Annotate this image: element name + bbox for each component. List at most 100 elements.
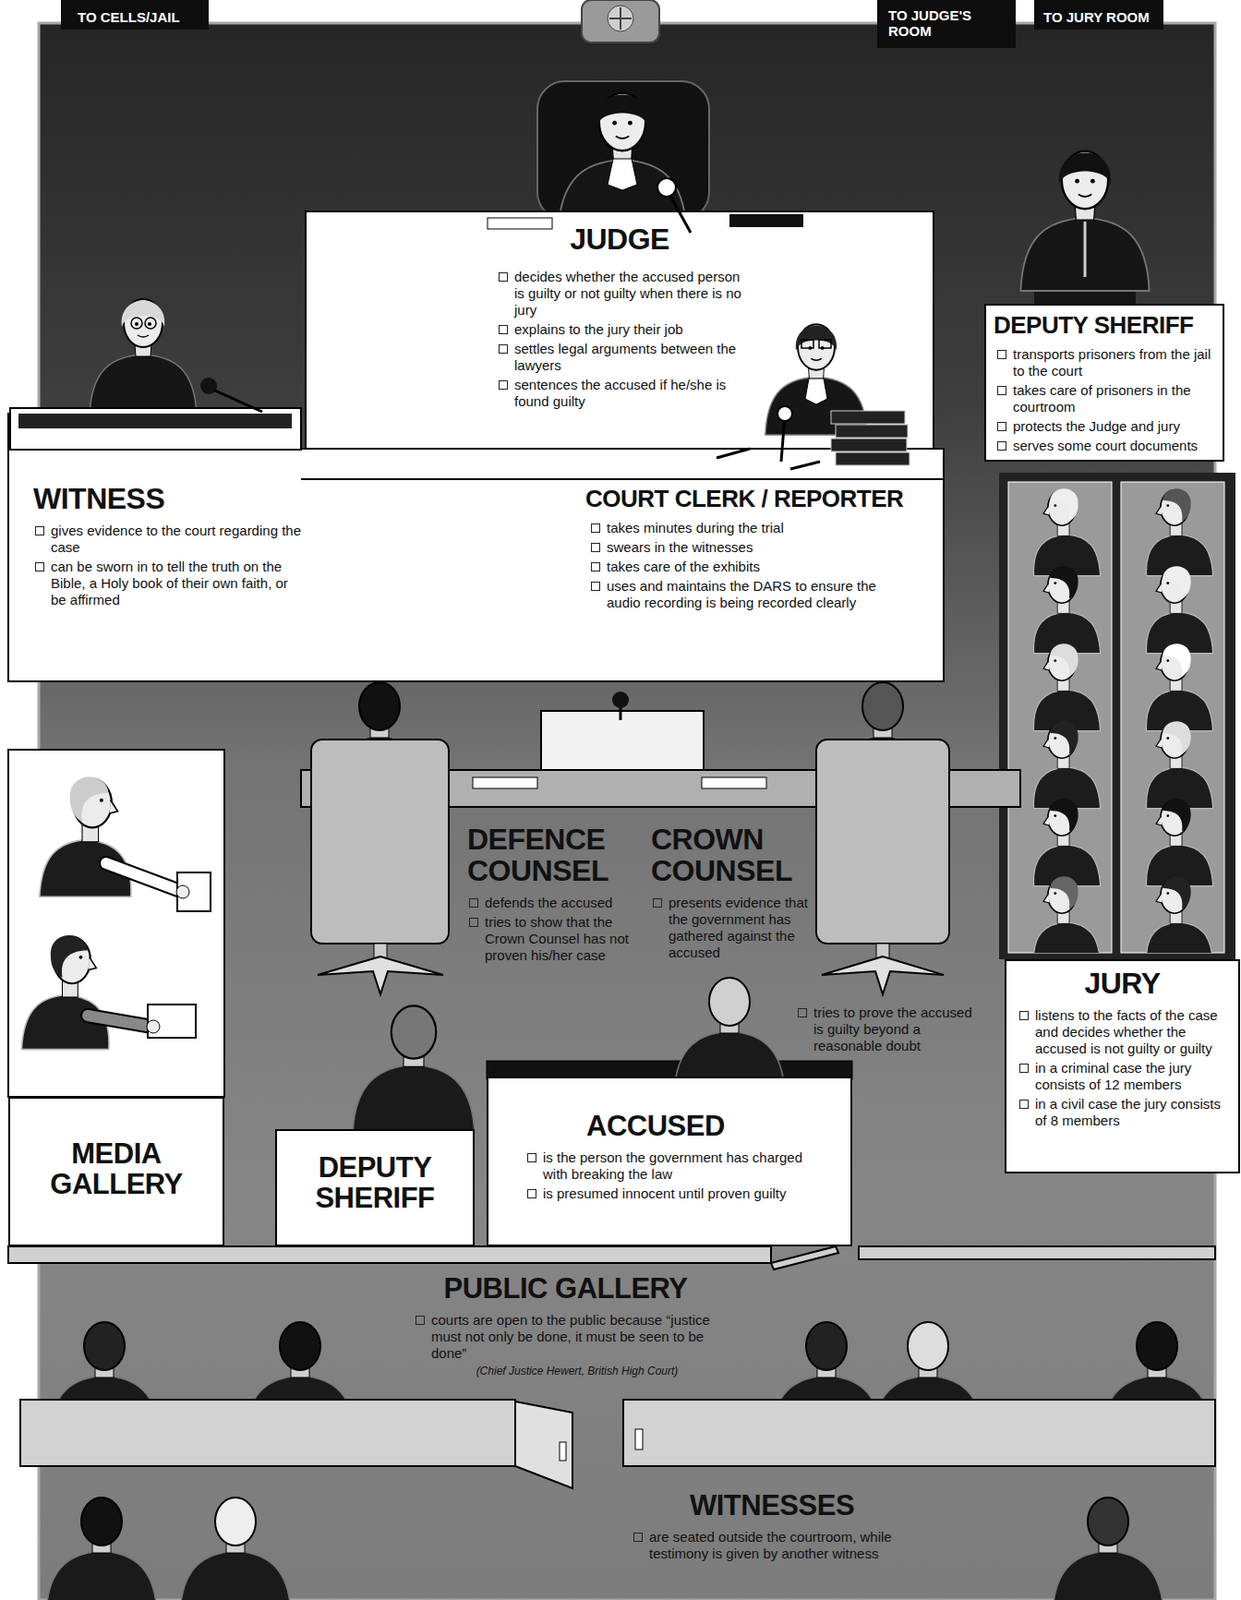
witnesses-figures	[180, 1497, 291, 1600]
judge-figure	[537, 81, 710, 233]
jury-panel	[1145, 488, 1213, 576]
checklist-item: is the person the government has charged…	[525, 1149, 803, 1183]
media-panel	[147, 1004, 196, 1038]
media-panel	[177, 872, 211, 912]
judge-figure	[607, 158, 638, 191]
jury-panel	[1145, 721, 1213, 808]
deputy-sheriff-box: DEPUTY SHERIFF	[275, 1129, 475, 1247]
jury-panel	[1145, 798, 1213, 886]
checklist-item: sentences the accused if he/she is found…	[496, 376, 748, 410]
counsel-table	[619, 707, 623, 721]
jury-panel	[1145, 488, 1213, 953]
checklist-item: uses and maintains the DARS to ensure th…	[589, 578, 904, 612]
jury-panel	[1145, 566, 1213, 653]
checklist-item: presents evidence that the government ha…	[650, 894, 810, 962]
clerk-figure	[835, 424, 908, 438]
node-heading: JUDGE	[305, 224, 934, 256]
public-figures	[20, 1322, 1216, 1489]
defence-counsel-node: DEFENCE COUNSELdefends the accusedtries …	[467, 824, 634, 974]
deputy-sheriff-figure	[1084, 221, 1087, 278]
checklist-item: listens to the facts of the case and dec…	[1017, 1007, 1229, 1058]
deputy-sheriff-box: DEPUTY SHERIFFtransports prisoners from …	[984, 303, 1225, 462]
clerk-node: COURT CLERK / REPORTERtakes minutes duri…	[581, 486, 938, 672]
clerk-figure	[790, 461, 820, 470]
clerk-figure	[831, 410, 905, 424]
judge-bench	[487, 217, 553, 229]
witness-figure	[200, 377, 217, 395]
jury-panel	[1033, 643, 1100, 731]
counsel-table	[821, 956, 944, 995]
media-panel	[106, 863, 183, 892]
witness-figure	[10, 299, 302, 450]
witness-clerk-panel	[8, 413, 944, 682]
media-panel	[176, 885, 190, 899]
public-figures	[20, 1399, 516, 1467]
clerk-figure	[819, 339, 832, 349]
coat-of-arms	[581, 0, 660, 43]
node-heading: WITNESS	[33, 483, 302, 516]
counsel-table	[612, 691, 629, 709]
judge-bench-node: JUDGEdecides whether the accused person …	[305, 211, 934, 449]
jury-panel	[1145, 876, 1213, 953]
public-figures	[635, 1429, 643, 1450]
deputy-sheriff-figure	[1020, 151, 1149, 291]
clerk-figure	[716, 324, 910, 470]
witness-figure	[131, 317, 143, 329]
node-heading: JURY	[1006, 968, 1239, 1001]
media-panel	[21, 935, 109, 1050]
gallery-rail	[8, 1246, 1216, 1270]
coat-of-arms	[607, 5, 634, 32]
clerk-figure	[805, 378, 828, 405]
node-heading: DEPUTY SHERIFF	[282, 1153, 468, 1215]
public-gallery-node: PUBLIC GALLERYcourts are open to the pub…	[406, 1274, 725, 1387]
checklist-item: tries to show that the Crown Counsel has…	[467, 914, 630, 964]
accused-box: ACCUSED is the person the government has …	[486, 1076, 853, 1247]
counsel-table	[317, 956, 444, 995]
media-panel	[87, 1015, 153, 1027]
media-gallery-box: MEDIA GALLERY	[8, 1096, 225, 1247]
checklist-item: takes care of the exhibits	[589, 558, 904, 576]
counsel-table	[701, 777, 767, 789]
clerk-figure	[781, 415, 785, 462]
clerk-figure	[835, 452, 910, 466]
witness-figure	[18, 413, 292, 429]
checklist-item: in a criminal case the jury consists of …	[1017, 1060, 1229, 1094]
door-label: TO CELLS/JAIL	[77, 9, 203, 25]
coat-of-arms	[581, 0, 660, 43]
media-panel	[8, 749, 225, 1097]
counsel-table	[301, 682, 1021, 995]
counsel-table	[311, 739, 449, 944]
media-panel	[39, 777, 132, 898]
jury-panel	[1145, 643, 1213, 731]
clerk-figure	[777, 406, 793, 422]
counsel-table	[472, 777, 538, 789]
public-figures	[559, 1442, 567, 1461]
judge-bench	[657, 178, 676, 197]
checklist-item: serves some court documents	[995, 437, 1216, 455]
clerk-figure	[831, 438, 907, 452]
jury-panel	[1033, 721, 1100, 808]
jury-panel	[1033, 876, 1100, 953]
gallery-rail	[858, 1246, 1216, 1260]
jury-box: JURY listens to the facts of the case and…	[1004, 959, 1241, 1174]
witness-figure	[10, 408, 302, 450]
witness-node: WITNESSgives evidence to the court regar…	[27, 483, 314, 669]
witnesses-figures	[46, 1497, 157, 1600]
witness-figure	[89, 299, 197, 416]
judge-bench	[729, 214, 804, 228]
node-heading: ACCUSED	[586, 1111, 845, 1143]
node-heading: MEDIA GALLERY	[19, 1139, 214, 1201]
room-floor	[60, 0, 209, 30]
checklist-item: defends the accused	[467, 894, 630, 912]
checklist-item: takes care of prisoners in the courtroom	[995, 382, 1216, 416]
node-heading: DEPUTY SHERIFF	[993, 313, 1219, 339]
clerk-figure	[801, 339, 814, 349]
checklist-item: are seated outside the courtroom, while …	[631, 1529, 920, 1563]
witness-clerk-panel	[8, 413, 944, 682]
jury-panel	[1033, 798, 1100, 886]
jury-panel	[1033, 488, 1100, 576]
witness-clerk-panel	[301, 478, 944, 481]
door-label: TO JURY ROOM	[1043, 9, 1155, 25]
gallery-rail	[8, 1246, 772, 1264]
media-panel	[8, 749, 225, 1097]
